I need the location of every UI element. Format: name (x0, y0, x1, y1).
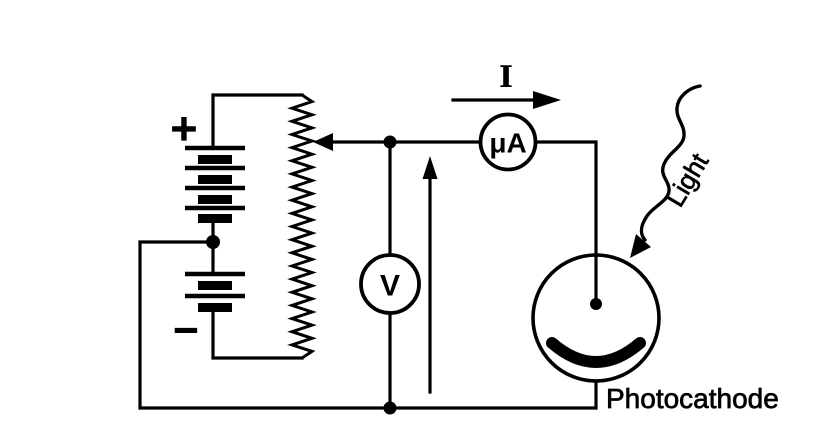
light-wavy-arrow (639, 84, 702, 242)
top-junction-dot (383, 135, 397, 149)
photocathode-label: Photocathode (606, 383, 779, 414)
voltage-arrowhead (422, 156, 438, 179)
battery-tap-junction-dot (206, 235, 220, 249)
bottom-junction-dot (383, 401, 397, 415)
battery (185, 145, 245, 312)
current-arrowhead (533, 91, 561, 109)
microammeter-circle (478, 112, 538, 172)
battery-cell-bar (198, 303, 232, 312)
phototube-envelope (531, 253, 661, 383)
photocathode-arc (546, 337, 646, 368)
current-label: I (499, 60, 513, 95)
battery-cell-bar (198, 195, 232, 204)
wires (138, 93, 598, 410)
battery-cell-bar (198, 155, 232, 164)
wire-ammeter-to-anode (533, 140, 598, 301)
light-arrowhead (630, 234, 651, 258)
voltmeter-circle (359, 253, 421, 315)
anode-dot (590, 298, 602, 310)
battery-negative-label: − (172, 310, 201, 350)
battery-cell-bar (198, 175, 232, 184)
wire-battery-to-potentiometer-top (211, 93, 304, 150)
wire-ground-rail (138, 240, 598, 410)
voltmeter-label: V (380, 270, 400, 303)
battery-cell-bar (198, 281, 232, 290)
wiper-arrowhead (313, 133, 333, 151)
battery-cell-bar (198, 214, 232, 223)
microammeter-label: μA (489, 128, 526, 159)
wire-battery-to-potentiometer-bottom (211, 309, 304, 360)
potentiometer-resistor-zigzag (287, 93, 317, 360)
battery-positive-label: + (169, 108, 199, 149)
